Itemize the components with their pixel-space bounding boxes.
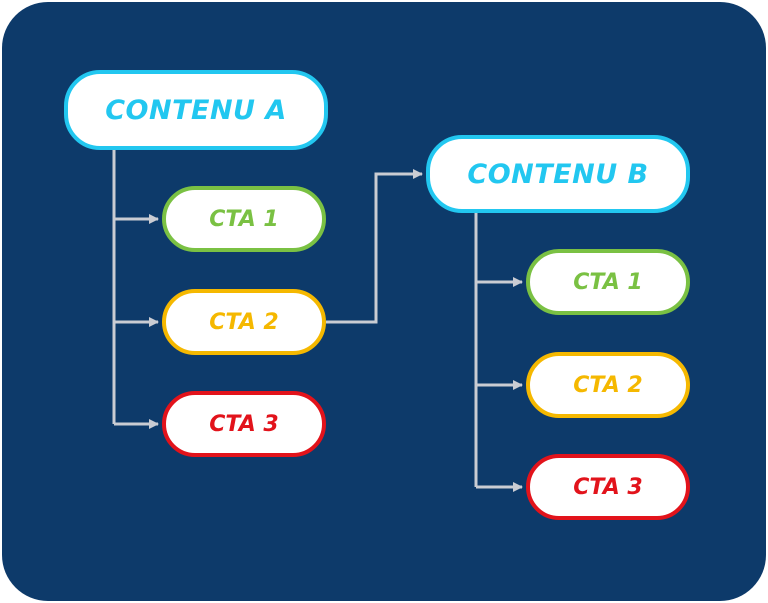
cta-label: CTA 3 — [573, 474, 643, 500]
content-a-cta3-node: CTA 3 — [162, 391, 326, 457]
content-b-cta3-node: CTA 3 — [526, 454, 690, 520]
content-b-node: CONTENU B — [426, 135, 690, 213]
cta-label: CTA 2 — [209, 309, 279, 335]
content-a-label: CONTENU A — [105, 94, 287, 126]
content-a-cta1-node: CTA 1 — [162, 186, 326, 252]
cta-label: CTA 1 — [573, 269, 643, 295]
content-a-node: CONTENU A — [64, 70, 328, 150]
content-b-cta2-node: CTA 2 — [526, 352, 690, 418]
content-b-cta1-node: CTA 1 — [526, 249, 690, 315]
cta-label: CTA 3 — [209, 411, 279, 437]
content-a-cta2-node: CTA 2 — [162, 289, 326, 355]
cta-label: CTA 2 — [573, 372, 643, 398]
connector-cta2-to-content-b — [326, 169, 423, 324]
content-b-label: CONTENU B — [467, 158, 649, 190]
cta-label: CTA 1 — [209, 206, 279, 232]
